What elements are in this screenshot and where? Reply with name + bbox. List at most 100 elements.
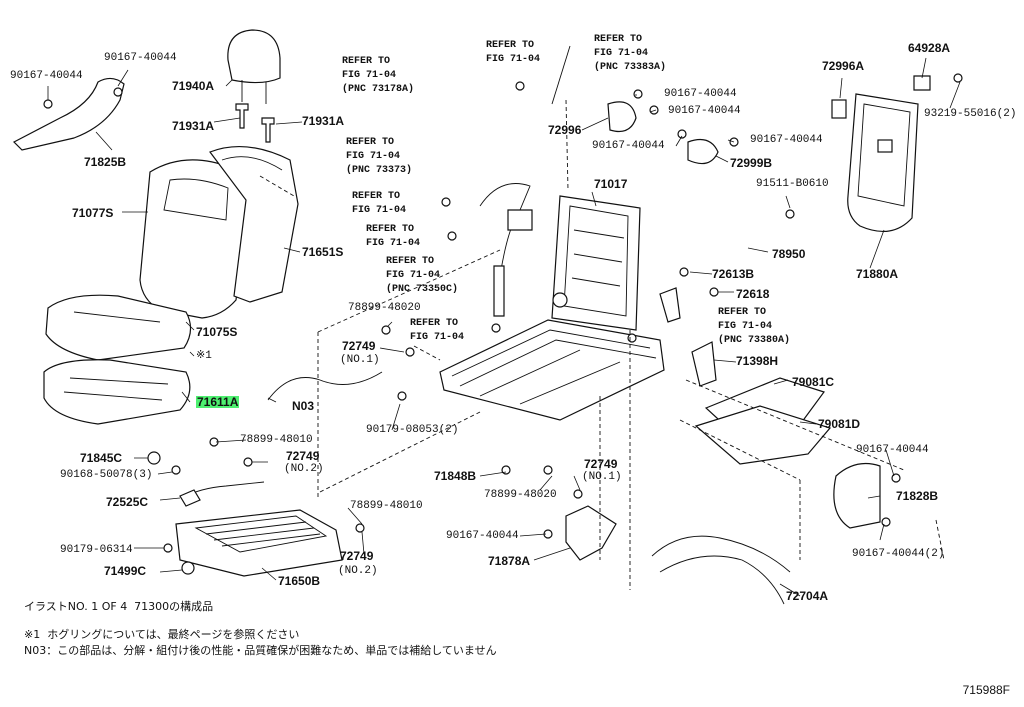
part-90167-40044-d: 90167-40044 <box>664 88 737 100</box>
part-71940a: 71940A <box>172 79 215 93</box>
note-illustration: イラストNO. 1 OF 4 71300の構成品 <box>24 600 214 613</box>
part-72613b: 72613B <box>712 267 755 281</box>
part-72999b: 72999B <box>730 156 773 170</box>
side-shield <box>833 463 881 529</box>
part-71077s: 71077S <box>72 206 114 220</box>
ref-top-1: REFER TO <box>486 40 535 51</box>
link-72996 <box>607 101 637 133</box>
cushion-cover <box>43 359 191 425</box>
part-72749-no1-a: 72749 <box>342 339 376 353</box>
part-72704a: 72704A <box>786 589 829 603</box>
part-78899-48020-b: 78899-48020 <box>484 489 557 501</box>
hog-ring-note-mark: ※1 <box>196 350 212 362</box>
part-71828b: 71828B <box>896 489 939 503</box>
back-panel <box>847 93 919 233</box>
headrest-supports <box>235 103 275 143</box>
part-78950: 78950 <box>772 247 806 261</box>
ref-73383a-1: REFER TO <box>594 34 643 45</box>
part-78899-48010-b: 78899-48010 <box>350 500 423 512</box>
ref-73380a-2: FIG 71-04 <box>718 321 773 332</box>
ref-a-1: REFER TO <box>352 191 401 202</box>
part-71848b: 71848B <box>434 469 477 483</box>
leader-lines <box>47 57 961 597</box>
ref-top-2: FIG 71-04 <box>486 54 541 65</box>
part-90167-40044-c: 90167-40044 <box>446 530 519 542</box>
part-n03: N03 <box>292 399 315 413</box>
seatback-cover <box>209 145 299 303</box>
no2-a: (NO.2) <box>284 463 324 475</box>
part-79081d: 79081D <box>818 417 861 431</box>
ref-a-2: FIG 71-04 <box>352 205 407 216</box>
part-72749-no2-b: 72749 <box>340 549 374 563</box>
part-72996: 72996 <box>548 123 582 137</box>
no2-b: (NO.2) <box>338 565 378 577</box>
part-90167-40044-a: 90167-40044 <box>104 52 177 64</box>
part-90167-40044-g: 90167-40044 <box>750 134 823 146</box>
part-71931a-left: 71931A <box>172 119 215 133</box>
part-71499c: 71499C <box>104 564 147 578</box>
part-72749-no1-b: 72749 <box>584 457 618 471</box>
bracket-71398h <box>691 341 717 387</box>
part-72749-no2-a: 72749 <box>286 449 320 463</box>
knob <box>913 75 931 91</box>
dashed-lines <box>259 99 945 590</box>
cable-72704a <box>651 535 791 605</box>
part-71825b: 71825B <box>84 155 127 169</box>
fasteners <box>43 73 963 575</box>
release-cable <box>267 371 383 401</box>
note-n03: N03：この部品は、分解・組付け後の性能・品質確保が困難なため、単品では補給して… <box>24 644 497 657</box>
ref-73178a-1: REFER TO <box>342 56 391 67</box>
seatback-pad <box>139 159 249 319</box>
no1-b: (NO.1) <box>582 471 622 483</box>
part-72996a: 72996A <box>822 59 865 73</box>
part-72525c: 72525C <box>106 495 149 509</box>
part-71075s: 71075S <box>196 325 238 339</box>
ref-73178a-3: (PNC 73178A) <box>342 84 415 95</box>
cushion-frame <box>175 481 343 577</box>
ref-73380a-1: REFER TO <box>718 307 767 318</box>
part-90167-40044-i: 90167-40044(2) <box>852 548 945 560</box>
part-64928a: 64928A <box>908 41 951 55</box>
part-71398h: 71398H <box>736 354 779 368</box>
part-71650b: 71650B <box>278 574 321 588</box>
striker <box>659 287 681 323</box>
note-hog-ring: ※1 ホグリングについては、最終ページを参照ください <box>24 628 300 641</box>
cap <box>831 99 847 119</box>
part-71931a-right: 71931A <box>302 114 345 128</box>
side-cover <box>12 77 125 151</box>
diagram-id: 715988F <box>962 683 1010 697</box>
part-90167-40044-b: 90167-40044 <box>10 70 83 82</box>
ref-73373-2: FIG 71-04 <box>346 151 401 162</box>
bracket <box>565 505 617 561</box>
ref-73373-3: (PNC 73373) <box>346 165 413 176</box>
part-90167-40044-e: 90167-40044 <box>668 105 741 117</box>
rod <box>551 45 571 105</box>
part-71878a: 71878A <box>488 554 531 568</box>
ref-b-2: FIG 71-04 <box>366 238 421 249</box>
part-90179-08053: 90179-08053(2) <box>366 424 459 436</box>
ref-73383a-3: (PNC 73383A) <box>594 62 667 73</box>
part-93219-55016: 93219-55016(2) <box>924 108 1017 120</box>
seat-track-frame <box>439 319 665 421</box>
part-91511-b0610: 91511-B0610 <box>756 178 829 190</box>
part-78899-48020-a: 78899-48020 <box>348 302 421 314</box>
part-90168-50078: 90168-50078(3) <box>60 469 153 481</box>
cushion-pad <box>45 294 192 361</box>
ref-b-1: REFER TO <box>366 224 415 235</box>
seat-belt <box>479 183 533 317</box>
ref-73350c-3: (PNC 73350C) <box>386 284 459 295</box>
ref-73383a-2: FIG 71-04 <box>594 48 649 59</box>
part-71611a[interactable]: 71611A <box>196 395 240 409</box>
part-71651s: 71651S <box>302 245 344 259</box>
part-90167-40044-f: 90167-40044 <box>592 140 665 152</box>
carpet-rear <box>694 405 832 465</box>
ref-73350c-1: REFER TO <box>386 256 435 267</box>
ref-73373-1: REFER TO <box>346 137 395 148</box>
part-90179-06314: 90179-06314 <box>60 544 133 556</box>
part-71880a: 71880A <box>856 267 899 281</box>
part-79081c: 79081C <box>792 375 835 389</box>
part-72618: 72618 <box>736 287 770 301</box>
ref-c-2: FIG 71-04 <box>410 332 465 343</box>
